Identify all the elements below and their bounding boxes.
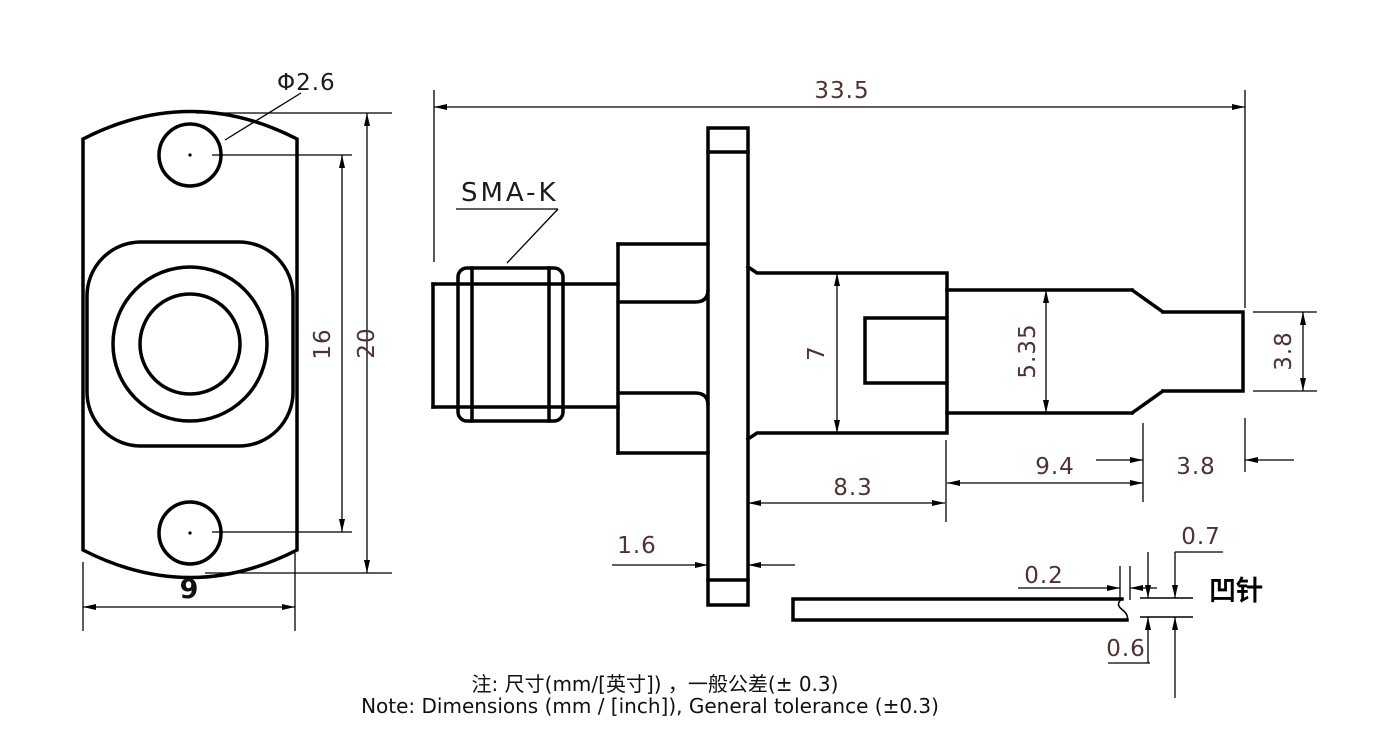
barrel-length-dim: 9.4	[1035, 454, 1075, 480]
body-notch	[863, 316, 949, 385]
side-view	[431, 126, 1245, 622]
body-diameter-dim: 7	[804, 345, 830, 361]
center-bore-circle	[138, 292, 242, 396]
pin-thickness-dim: 0.6	[1106, 636, 1146, 662]
tip-sleeve-outline	[1161, 310, 1245, 393]
notes-block: 注: 尺寸(mm/[英寸]) ，一般公差(± 0.3) Note: Dimens…	[361, 672, 939, 718]
pin-break-squiggle	[1117, 598, 1129, 621]
hex-flat-line-bottom	[616, 391, 710, 407]
front-view-dimensions: Φ2.6 16 20 9	[82, 70, 392, 631]
hole-bottom-center-dot	[188, 531, 192, 535]
connector-type-label: SMA-K	[461, 178, 559, 208]
flange-height-dim: 20	[354, 327, 380, 358]
hole-top-center-dot	[188, 153, 192, 157]
mounting-hole-bottom	[157, 500, 223, 566]
recess-opening-dim: 0.7	[1181, 524, 1221, 550]
coupling-ring-circle	[111, 265, 269, 423]
hole-diameter-label: Φ2.6	[277, 70, 336, 96]
connector-label-leader	[506, 208, 559, 264]
recess-depth-dim: 0.2	[1024, 563, 1064, 589]
flange-edge-outline	[706, 126, 750, 607]
body-outline	[745, 264, 949, 442]
coupling-nut-outline	[456, 266, 565, 423]
taper-bottom	[1130, 389, 1165, 415]
overall-length-dim: 33.5	[814, 78, 869, 104]
pin-lead-outline	[791, 597, 1129, 622]
flange-plate-outline	[81, 109, 299, 580]
hex-flat-line-top	[616, 288, 710, 304]
hole-spacing-dim: 16	[310, 328, 336, 359]
concave-pin-label: 凹针	[1209, 576, 1263, 607]
barrel-diameter-dim: 5.35	[1015, 323, 1041, 378]
front-view	[81, 109, 299, 580]
tip-length-dim: 3.8	[1176, 454, 1216, 480]
flange-width-dim: 9	[180, 574, 199, 605]
hex-body-silhouette	[85, 240, 295, 448]
flange-thickness-dim: 1.6	[617, 533, 657, 559]
tip-diameter-dim: 3.8	[1271, 331, 1297, 371]
side-view-dimensions: 33.5 SMA-K 7 5.35 3.8 8.3 9.4 3.8 1.6	[433, 78, 1317, 698]
taper-top	[1130, 288, 1165, 314]
body-length-dim: 8.3	[833, 475, 873, 501]
hole-callout-leader	[224, 92, 302, 141]
note-line-en: Note: Dimensions (mm / [inch]), General …	[361, 694, 939, 718]
note-line-zh: 注: 尺寸(mm/[英寸]) ，一般公差(± 0.3)	[472, 672, 839, 696]
